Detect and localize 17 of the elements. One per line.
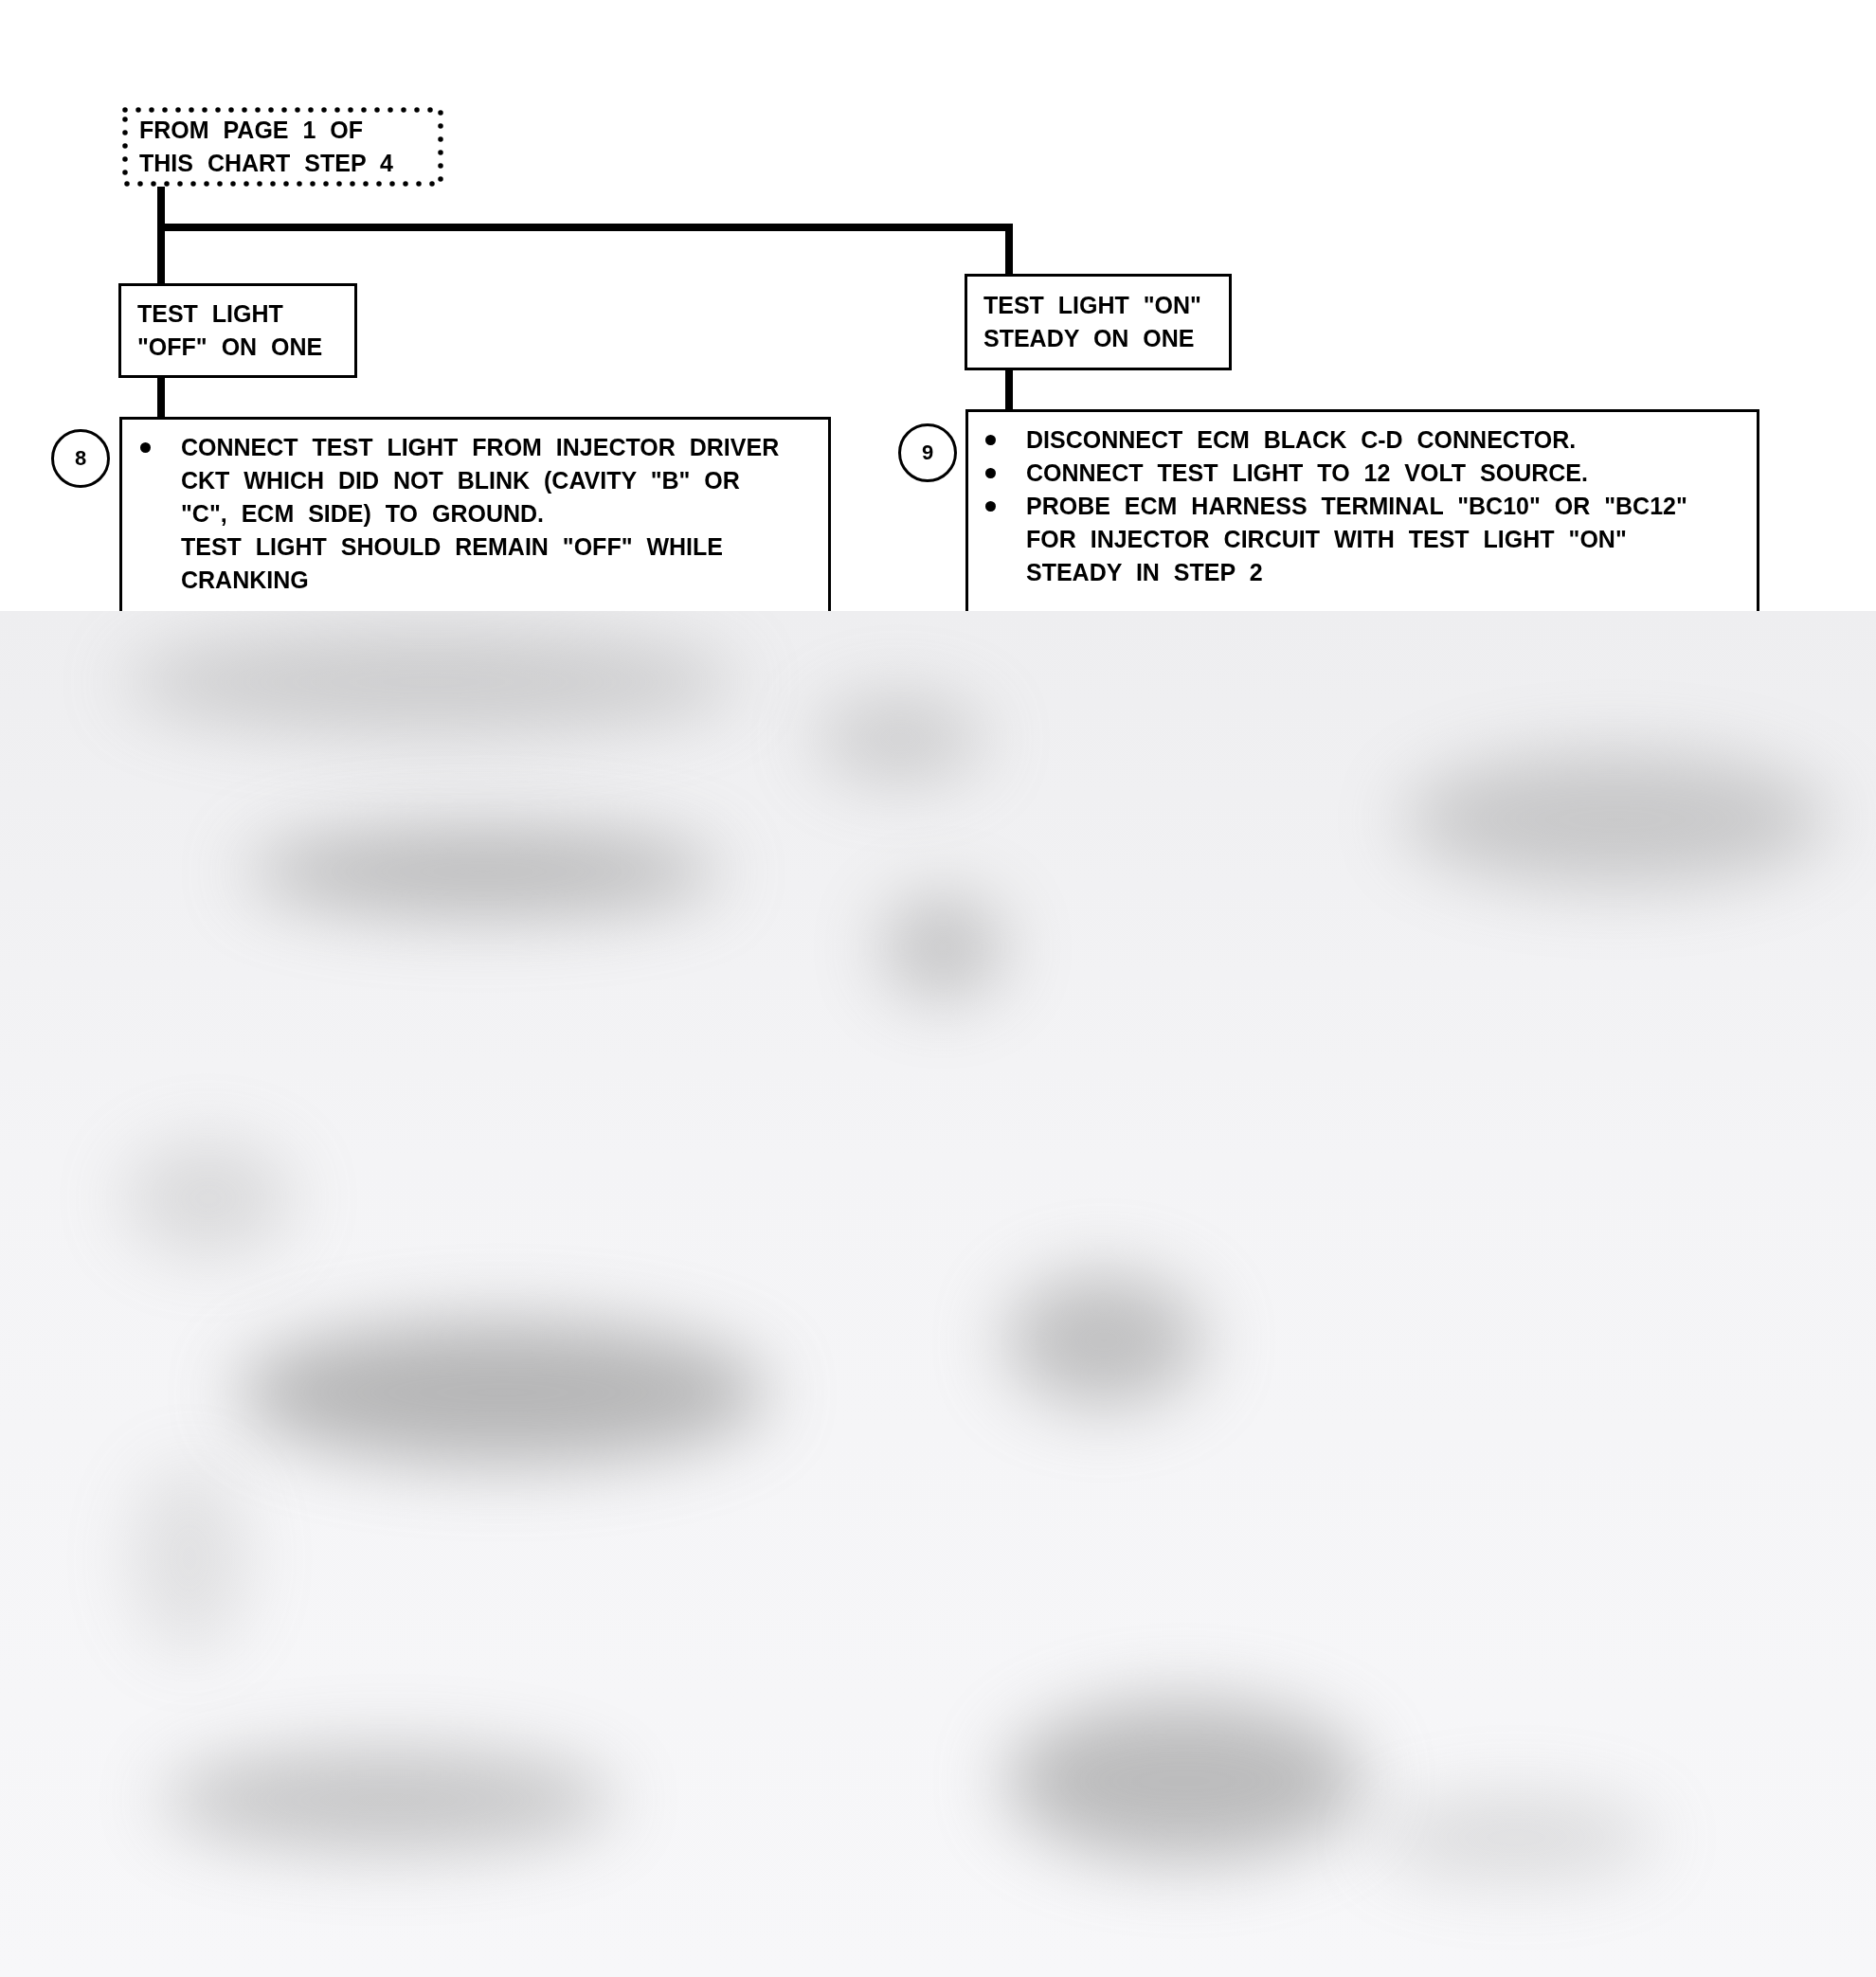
instruction-text: TEST LIGHT SHOULD REMAIN "OFF" WHILE CRANKING: [181, 532, 724, 595]
step-box: [965, 409, 1759, 611]
result-box: [965, 274, 1232, 370]
result-box: [118, 283, 357, 378]
result-text: TEST LIGHT "ON" STEADY ON ONE: [983, 291, 1202, 353]
instruction-text: CONNECT TEST LIGHT FROM INJECTOR DRIVER CKT WHICH DID NOT BLINK (CAVITY "B" OR "C", ECM SIDE) TO GROUND.: [181, 433, 781, 529]
connector-line: [1005, 370, 1013, 409]
connector-line: [157, 378, 165, 417]
step-number: 9: [921, 441, 934, 464]
instruction-text: PROBE ECM HARNESS TERMINAL "BC10" OR "BC12" FOR INJECTOR CIRCUIT WITH TEST LIGHT "ON" STEADY IN STEP 2: [1026, 492, 1688, 587]
result-text: TEST LIGHT "OFF" ON ONE: [137, 299, 324, 362]
dotted-reference-box: [122, 107, 443, 187]
instruction-text: CONNECT TEST LIGHT TO 12 VOLT SOURCE.: [1026, 458, 1589, 488]
instruction-text: DISCONNECT ECM BLACK C-D CONNECTOR.: [1026, 425, 1578, 455]
step-box: [119, 417, 831, 611]
step-number: 8: [74, 447, 87, 470]
reference-text: FROM PAGE 1 OF THIS CHART STEP 4: [139, 116, 395, 178]
